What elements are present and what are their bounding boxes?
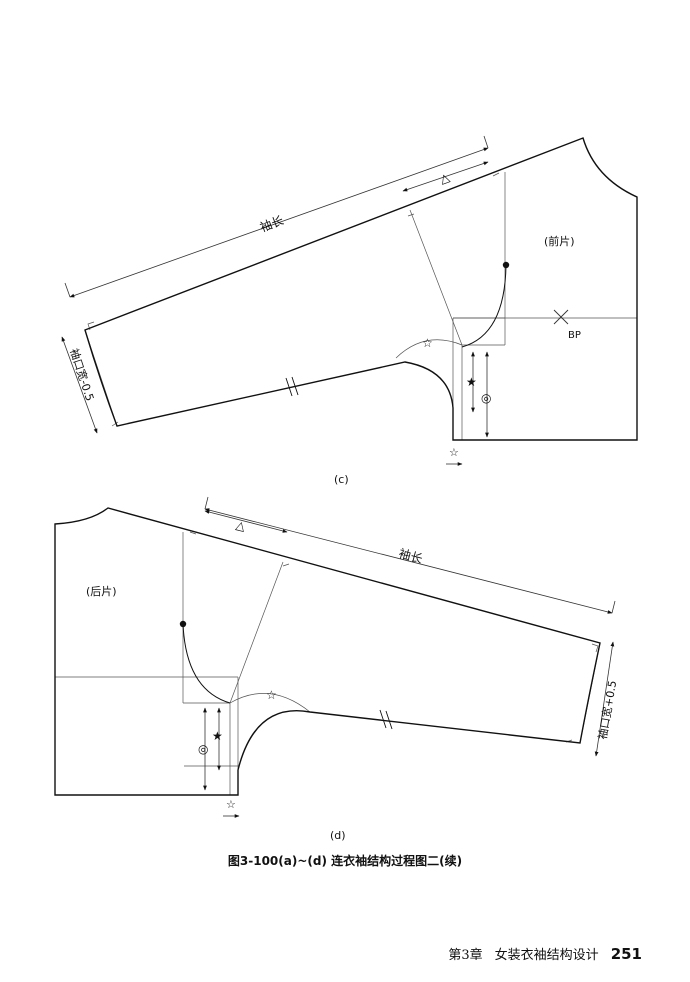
- double-circle-symbol-c: ◎: [481, 391, 491, 405]
- cuff-width-label-d: 袖口宽+0.5: [595, 679, 619, 740]
- page-footer: 第3章 女装衣袖结构设计 251: [448, 944, 642, 963]
- armhole-point-d: [179, 620, 187, 628]
- sleeve-length-label-c: 袖长: [258, 212, 286, 235]
- star-filled-symbol-d: ★: [212, 729, 223, 743]
- footer-chapter: 第3章: [448, 948, 483, 963]
- bp-label: BP: [568, 330, 581, 341]
- page-number: 251: [610, 945, 642, 963]
- triangle-symbol-c: △: [438, 170, 452, 187]
- sublabel-c: (c): [334, 473, 349, 486]
- armhole-point-c: [502, 261, 510, 269]
- dimension-lines-c: [61, 135, 489, 466]
- sublabel-d: (d): [330, 829, 346, 842]
- footer-title: 女装衣袖结构设计: [494, 948, 599, 963]
- diagram-d: 袖长 袖口宽+0.5 (后片) △ ☆ ★ ◎ ☆ (d): [54, 496, 619, 842]
- notch-marks-d: [379, 709, 393, 730]
- star-outline-symbol-d: ☆: [266, 688, 277, 702]
- dimension-lines-d: [203, 496, 616, 818]
- outline-d: [54, 507, 601, 796]
- double-circle-symbol-d: ◎: [198, 742, 208, 756]
- outline-c: [84, 137, 638, 441]
- star-filled-symbol-c: ★: [466, 375, 477, 389]
- construction-lines-d: [55, 531, 601, 795]
- construction-lines-c: [84, 172, 637, 440]
- bp-mark: [553, 309, 569, 325]
- back-panel-label: (后片): [86, 585, 117, 598]
- triangle-symbol-d: △: [234, 518, 247, 534]
- star-outline-bottom-c: ☆: [449, 446, 459, 459]
- notch-marks-c: [285, 376, 299, 397]
- sleeve-length-label-d: 袖长: [397, 545, 424, 566]
- front-panel-label: (前片): [544, 234, 575, 248]
- star-outline-bottom-d: ☆: [226, 798, 236, 811]
- diagram-c: 袖长 袖口宽-0.5 (前片) BP △ ☆ ★ ◎ ☆ (c): [61, 135, 638, 486]
- figure-caption: 图3-100(a)~(d) 连衣袖结构过程图二(续): [227, 854, 463, 868]
- star-outline-symbol-c: ☆: [422, 336, 433, 350]
